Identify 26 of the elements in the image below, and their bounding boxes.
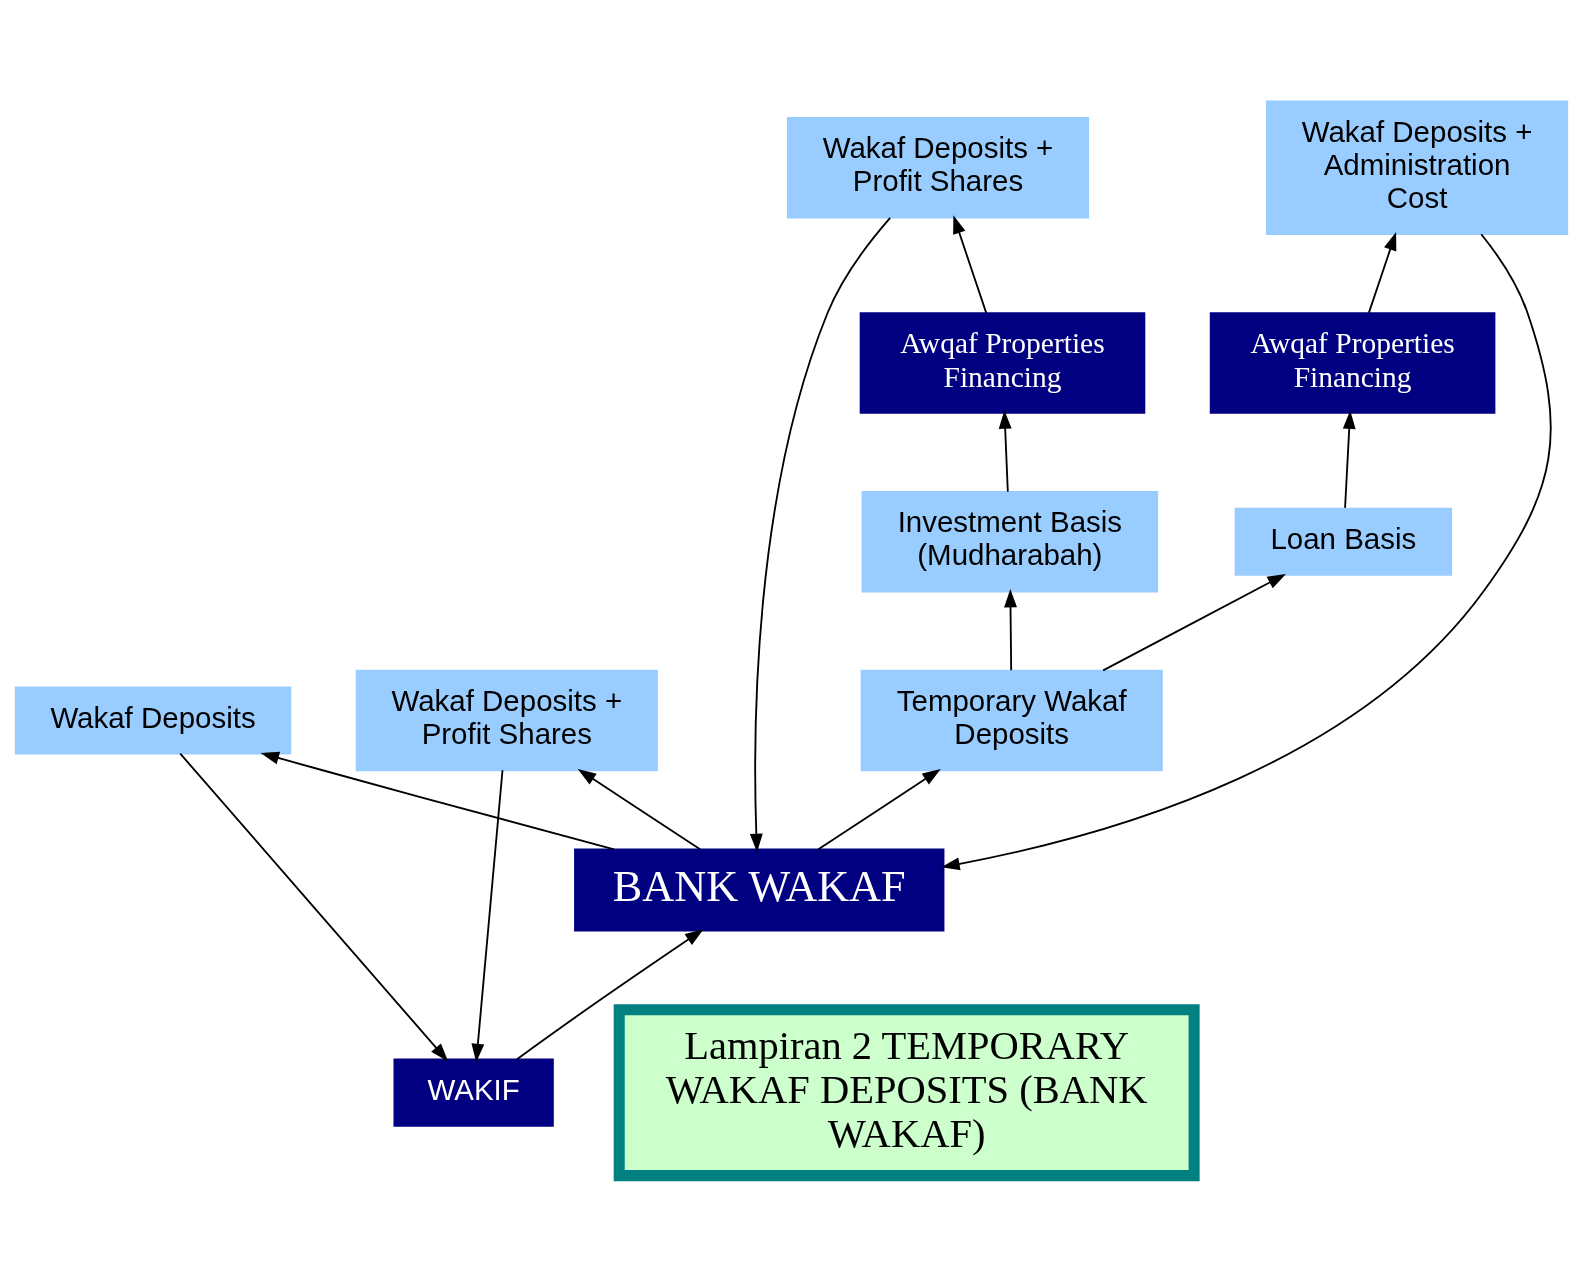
arrow [1004, 588, 1017, 671]
arrow [749, 216, 892, 852]
node-box: Investment Basis (Mudharabah) [861, 490, 1159, 592]
node-box: Wakaf Deposits [14, 685, 292, 755]
arrow [260, 751, 615, 850]
arrow [1102, 573, 1286, 671]
node-box: WAKIF [393, 1058, 554, 1127]
node-box: Awqaf Properties Financing [1209, 311, 1496, 414]
arrow [953, 214, 988, 314]
node-box: Wakaf Deposits + Administration Cost [1266, 99, 1569, 235]
arrow [998, 409, 1012, 493]
node-box: Awqaf Properties Financing [859, 311, 1146, 414]
node-box: Lampiran 2 TEMPORARY WAKAF DEPOSITS (BANK WAKAF) [613, 1003, 1200, 1181]
node-box: Temporary Wakaf Deposits [860, 669, 1163, 771]
arrow [941, 232, 1552, 870]
node-box: Loan Basis [1234, 507, 1453, 576]
arrow [577, 768, 701, 850]
arrow [515, 928, 704, 1060]
arrow [817, 768, 941, 850]
node-box: BANK WAKAF [574, 848, 945, 931]
node-box: Wakaf Deposits + Profit Shares [355, 669, 658, 771]
arrow [471, 768, 504, 1062]
arrow [179, 752, 449, 1062]
arrow [1342, 410, 1356, 509]
arrow [1367, 231, 1397, 314]
node-box: Wakaf Deposits + Profit Shares [786, 116, 1090, 218]
